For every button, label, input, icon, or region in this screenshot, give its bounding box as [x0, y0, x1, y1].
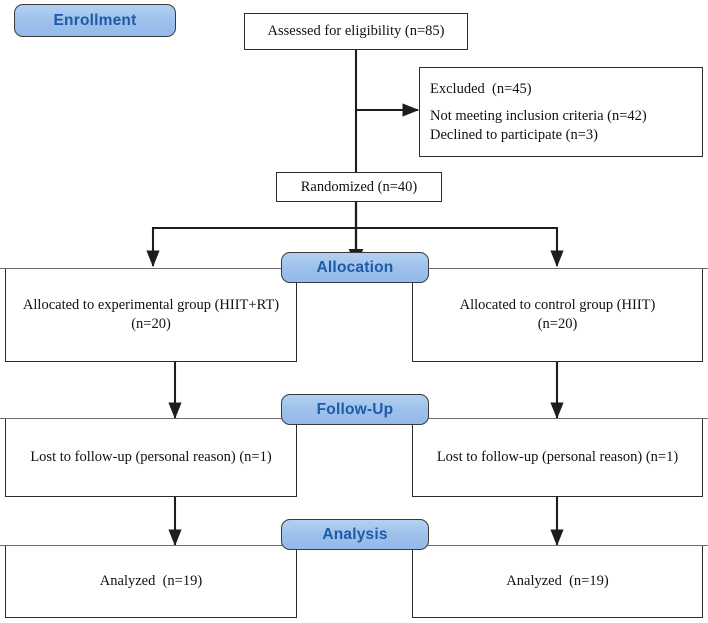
node-line: (n=20) [537, 316, 578, 332]
node-analyzed-experimental: Analyzed (n=19) [5, 545, 297, 618]
node-line: Lost to follow-up (personal reason) (n=1… [30, 449, 272, 466]
node-line: (n=20) [131, 316, 171, 332]
phase-label-allocation: Allocation [316, 258, 394, 276]
allocation-separator-right [410, 268, 708, 269]
node-line: Assessed for eligibility (n=85) [267, 23, 445, 40]
node-line: Analyzed (n=19) [506, 573, 609, 590]
node-line: Randomized (n=40) [300, 178, 418, 195]
node-followup-control: Lost to follow-up (personal reason) (n=1… [412, 418, 703, 497]
node-assessed-for-eligibility: Assessed for eligibility (n=85) [244, 13, 468, 50]
node-line: Not meeting inclusion criteria (n=42) [430, 108, 647, 125]
node-followup-experimental: Lost to follow-up (personal reason) (n=1… [5, 418, 297, 497]
node-line: Allocated to experimental group (HIIT+RT… [22, 297, 280, 314]
phase-band-analysis: Analysis [281, 519, 429, 550]
followup-separator-left [0, 418, 300, 419]
node-allocated-control: Allocated to control group (HIIT) (n=20) [412, 268, 703, 362]
node-analyzed-control: Analyzed (n=19) [412, 545, 703, 618]
node-excluded: Excluded (n=45) Not meeting inclusion cr… [419, 67, 703, 157]
phase-band-allocation: Allocation [281, 252, 429, 283]
phase-band-followup: Follow-Up [281, 394, 429, 425]
phase-label-enrollment: Enrollment [53, 11, 137, 29]
node-randomized: Randomized (n=40) [276, 172, 442, 202]
phase-label-followup: Follow-Up [316, 400, 394, 418]
allocation-separator-left [0, 268, 300, 269]
node-line: Excluded (n=45) [430, 80, 532, 97]
phase-band-enrollment: Enrollment [14, 4, 176, 37]
followup-separator-right [410, 418, 708, 419]
analysis-separator-right [410, 545, 708, 546]
node-line: Allocated to control group (HIIT) [459, 297, 656, 314]
node-line: Lost to follow-up (personal reason) (n=1… [436, 449, 679, 466]
node-allocated-experimental: Allocated to experimental group (HIIT+RT… [5, 268, 297, 362]
analysis-separator-left [0, 545, 300, 546]
node-line: Declined to participate (n=3) [430, 126, 599, 143]
node-line: Analyzed (n=19) [99, 573, 203, 590]
phase-label-analysis: Analysis [322, 525, 388, 543]
